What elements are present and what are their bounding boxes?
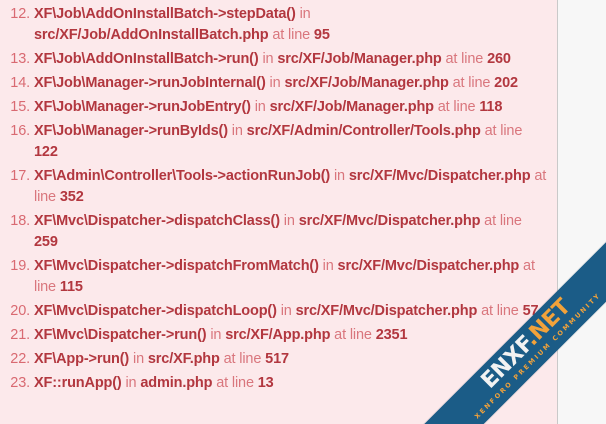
trace-row-index: 23. bbox=[10, 375, 30, 391]
trace-row-line-number: 57 bbox=[522, 303, 539, 319]
trace-row-at-word: at line bbox=[216, 375, 254, 391]
trace-row-at-word: at line bbox=[452, 75, 491, 91]
trace-row-file: src/XF/Job/Manager.php bbox=[269, 99, 434, 115]
trace-row-file: src/XF/Job/Manager.php bbox=[277, 51, 442, 67]
trace-row-in-word: in bbox=[322, 258, 334, 274]
trace-row-call: XF\Job\AddOnInstallBatch->stepData() bbox=[34, 6, 296, 22]
trace-row-file: src/XF/Mvc/Dispatcher.php bbox=[348, 168, 531, 184]
trace-row-in-word: in bbox=[262, 51, 274, 67]
stack-trace-row: 13.XF\Job\AddOnInstallBatch->run() in sr… bbox=[0, 49, 557, 70]
stack-trace-row: 15.XF\Job\Manager->runJobEntry() in src/… bbox=[0, 97, 557, 118]
trace-row-at-word: at line bbox=[484, 213, 522, 229]
trace-row-in-word: in bbox=[133, 351, 144, 367]
clipped-top-line: 541 bbox=[0, 0, 557, 1]
stack-trace-row: 23.XF::runApp() in admin.php at line 13 bbox=[0, 373, 557, 394]
trace-row-line-number: 352 bbox=[59, 189, 84, 205]
trace-row-index: 12. bbox=[10, 6, 30, 22]
trace-row-index: 22. bbox=[10, 351, 30, 367]
stack-trace-row: 17.XF\Admin\Controller\Tools->actionRunJ… bbox=[0, 166, 557, 208]
trace-row-index: 20. bbox=[10, 303, 30, 319]
trace-row-in-word: in bbox=[125, 375, 137, 391]
stack-trace-row: 19.XF\Mvc\Dispatcher->dispatchFromMatch(… bbox=[0, 256, 557, 298]
stack-trace-row: 22.XF\App->run() in src/XF.php at line 5… bbox=[0, 349, 557, 370]
trace-row-file: src/XF/Job/AddOnInstallBatch.php bbox=[34, 27, 269, 43]
stack-trace-row: 12.XF\Job\AddOnInstallBatch->stepData() … bbox=[0, 4, 557, 46]
trace-row-index: 15. bbox=[10, 99, 30, 115]
stack-trace-row: 14.XF\Job\Manager->runJobInternal() in s… bbox=[0, 73, 557, 94]
trace-row-index: 16. bbox=[10, 123, 30, 139]
trace-row-file: src/XF/Mvc/Dispatcher.php bbox=[295, 303, 478, 319]
trace-row-at-word: at line bbox=[481, 303, 519, 319]
error-stack-trace-panel: 541 12.XF\Job\AddOnInstallBatch->stepDat… bbox=[0, 0, 558, 424]
trace-row-file: src/XF/App.php bbox=[225, 327, 331, 343]
trace-row-line-number: 95 bbox=[313, 27, 330, 43]
trace-row-call: XF\Mvc\Dispatcher->dispatchFromMatch() bbox=[34, 258, 319, 274]
trace-row-at-word: at line bbox=[223, 351, 262, 367]
trace-row-index: 19. bbox=[10, 258, 30, 274]
trace-row-call: XF\Job\Manager->runJobEntry() bbox=[34, 99, 251, 115]
trace-row-at-word: at line bbox=[34, 168, 547, 205]
trace-row-in-word: in bbox=[231, 123, 243, 139]
trace-row-call: XF\Job\Manager->runByIds() bbox=[34, 123, 228, 139]
stack-trace-list: 541 12.XF\Job\AddOnInstallBatch->stepDat… bbox=[0, 0, 557, 394]
trace-row-index: 18. bbox=[10, 213, 30, 229]
trace-row-line-number: 118 bbox=[479, 99, 503, 115]
stack-trace-row: 21.XF\Mvc\Dispatcher->run() in src/XF/Ap… bbox=[0, 325, 557, 346]
stack-trace-row: 16.XF\Job\Manager->runByIds() in src/XF/… bbox=[0, 121, 557, 163]
trace-row-index: 21. bbox=[10, 327, 30, 343]
trace-row-index: 13. bbox=[10, 51, 30, 67]
trace-row-line-number: 259 bbox=[34, 234, 58, 250]
trace-row-file: admin.php bbox=[140, 375, 213, 391]
trace-row-file: src/XF/Job/Manager.php bbox=[284, 75, 449, 91]
trace-row-line-number: 202 bbox=[494, 75, 518, 91]
trace-row-line-number: 115 bbox=[59, 279, 83, 295]
trace-row-line-number: 2351 bbox=[375, 327, 408, 343]
trace-row-in-word: in bbox=[333, 168, 345, 184]
trace-row-line-number: 260 bbox=[487, 51, 511, 67]
trace-row-call: XF\Mvc\Dispatcher->dispatchClass() bbox=[34, 213, 280, 229]
trace-row-call: XF\App->run() bbox=[34, 351, 130, 367]
trace-row-at-word: at line bbox=[445, 51, 484, 67]
trace-row-at-word: at line bbox=[484, 123, 523, 139]
trace-row-in-word: in bbox=[280, 303, 292, 319]
stack-trace-row: 18.XF\Mvc\Dispatcher->dispatchClass() in… bbox=[0, 211, 557, 253]
trace-row-line-number: 517 bbox=[265, 351, 289, 367]
trace-row-file: src/XF/Mvc/Dispatcher.php bbox=[298, 213, 481, 229]
stack-trace-row: 20.XF\Mvc\Dispatcher->dispatchLoop() in … bbox=[0, 301, 557, 322]
trace-row-in-word: in bbox=[254, 99, 266, 115]
trace-row-in-word: in bbox=[210, 327, 222, 343]
trace-row-at-word: at line bbox=[272, 27, 311, 43]
trace-row-in-word: in bbox=[269, 75, 281, 91]
trace-row-in-word: in bbox=[299, 6, 311, 22]
trace-row-line-number: 122 bbox=[34, 144, 58, 160]
trace-row-call: XF::runApp() bbox=[34, 375, 122, 391]
trace-row-call: XF\Mvc\Dispatcher->dispatchLoop() bbox=[34, 303, 277, 319]
trace-row-line-number: 13 bbox=[257, 375, 274, 391]
trace-row-call: XF\Job\Manager->runJobInternal() bbox=[34, 75, 266, 91]
trace-row-file: src/XF/Mvc/Dispatcher.php bbox=[337, 258, 520, 274]
trace-row-file: src/XF/Admin/Controller/Tools.php bbox=[246, 123, 481, 139]
trace-row-call: XF\Admin\Controller\Tools->actionRunJob(… bbox=[34, 168, 331, 184]
trace-row-index: 17. bbox=[10, 168, 30, 184]
trace-row-index: 14. bbox=[10, 75, 30, 91]
trace-row-at-word: at line bbox=[334, 327, 372, 343]
trace-row-call: XF\Job\AddOnInstallBatch->run() bbox=[34, 51, 259, 67]
trace-row-call: XF\Mvc\Dispatcher->run() bbox=[34, 327, 207, 343]
trace-row-in-word: in bbox=[283, 213, 295, 229]
trace-row-file: src/XF.php bbox=[147, 351, 220, 367]
trace-row-at-word: at line bbox=[437, 99, 476, 115]
